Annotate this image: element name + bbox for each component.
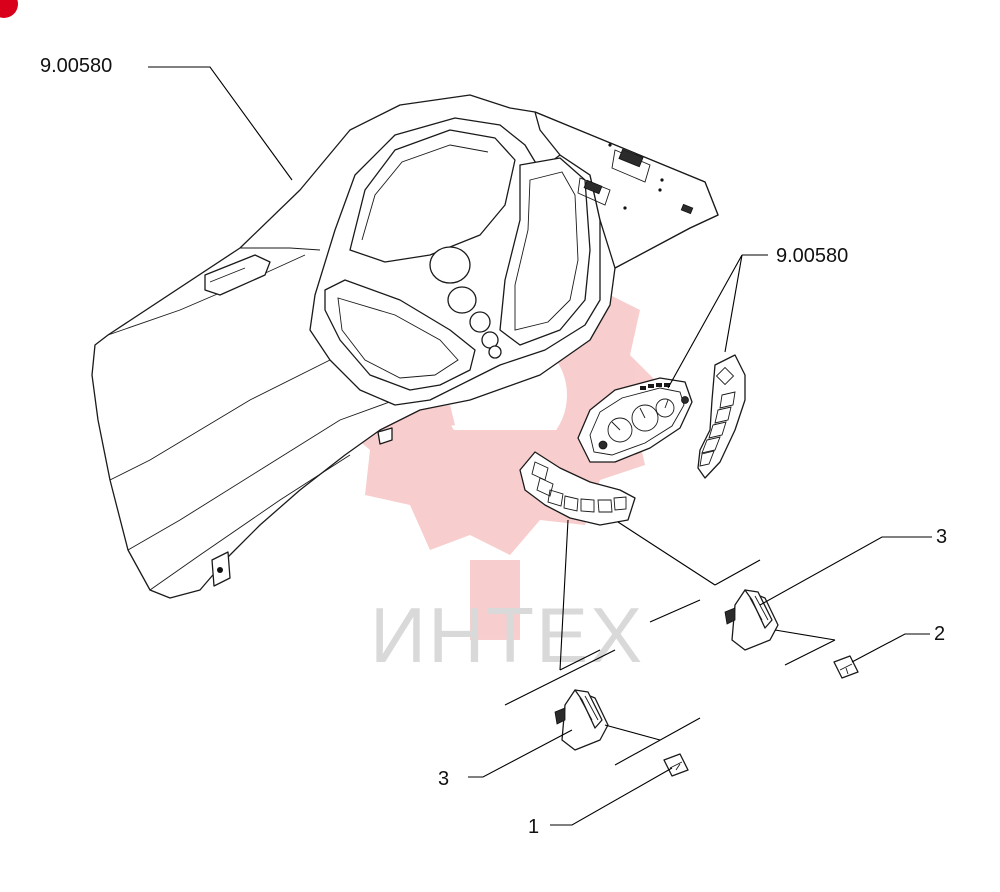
callout-switch-lower: 3 (438, 768, 449, 790)
rocker-switch-upper (724, 589, 779, 651)
callout-switch-upper: 3 (936, 526, 947, 548)
corner-logo-badge (0, 0, 18, 18)
left-switch-panel (519, 451, 636, 526)
callout-symbol-lower: 1 (528, 816, 539, 838)
symbol-label-lower (663, 753, 689, 777)
assembly-lines (504, 519, 836, 766)
callout-symbol-upper: 2 (934, 623, 945, 645)
callout-top-part-number: 9.00580 (40, 55, 112, 77)
instrument-cluster (577, 377, 693, 463)
symbol-label-upper (833, 655, 859, 679)
leader-lines (148, 66, 932, 826)
right-switch-panel (697, 354, 746, 479)
dashboard-cover (91, 94, 719, 599)
rocker-switch-lower (554, 689, 609, 751)
callout-mid-part-number: 9.00580 (776, 245, 848, 267)
watermark-text: ИНТЕХ (370, 591, 644, 679)
